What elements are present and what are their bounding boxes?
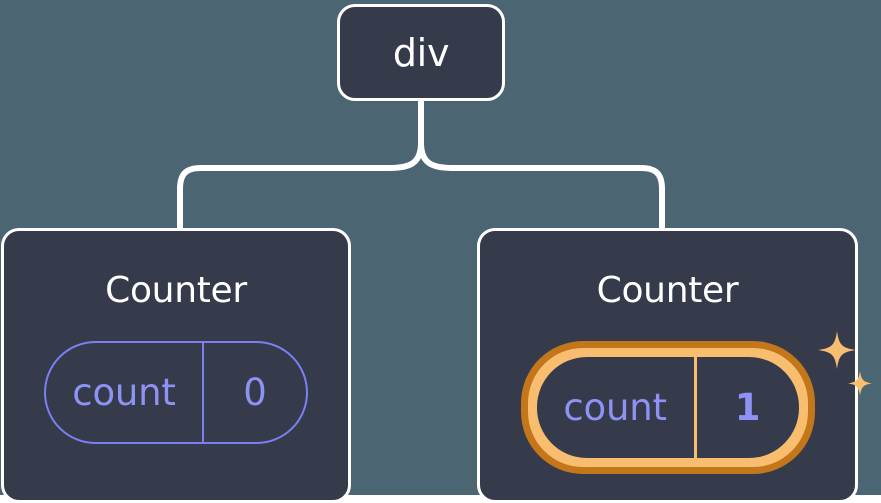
state-pill-highlight-outer-ring: count 1 xyxy=(520,341,815,474)
state-pill-wrapper-right: count 1 xyxy=(520,331,872,474)
state-pill-left[interactable]: count 0 xyxy=(44,341,308,444)
state-pill-left-value: 0 xyxy=(243,371,267,414)
sparkle-large-icon xyxy=(817,331,856,369)
tree-node-counter-right-title: Counter xyxy=(596,270,739,311)
tree-node-root-label: div xyxy=(392,30,450,75)
state-pill-right-key: count xyxy=(563,386,667,429)
state-pill-right[interactable]: count 1 xyxy=(536,357,799,458)
state-pill-wrapper-left: count 0 xyxy=(44,341,308,444)
state-pill-right-value: 1 xyxy=(734,386,761,429)
state-pill-left-key: count xyxy=(72,371,176,414)
tree-node-counter-left-title: Counter xyxy=(105,270,247,311)
tree-node-root[interactable]: div xyxy=(337,4,505,101)
tree-node-counter-left[interactable]: Counter count 0 xyxy=(1,228,351,503)
state-pill-left-divider xyxy=(202,343,204,442)
state-pill-highlight-inner-ring: count 1 xyxy=(527,348,808,467)
state-pill-right-divider xyxy=(693,357,697,458)
tree-node-counter-right[interactable]: Counter count 1 xyxy=(477,228,872,503)
